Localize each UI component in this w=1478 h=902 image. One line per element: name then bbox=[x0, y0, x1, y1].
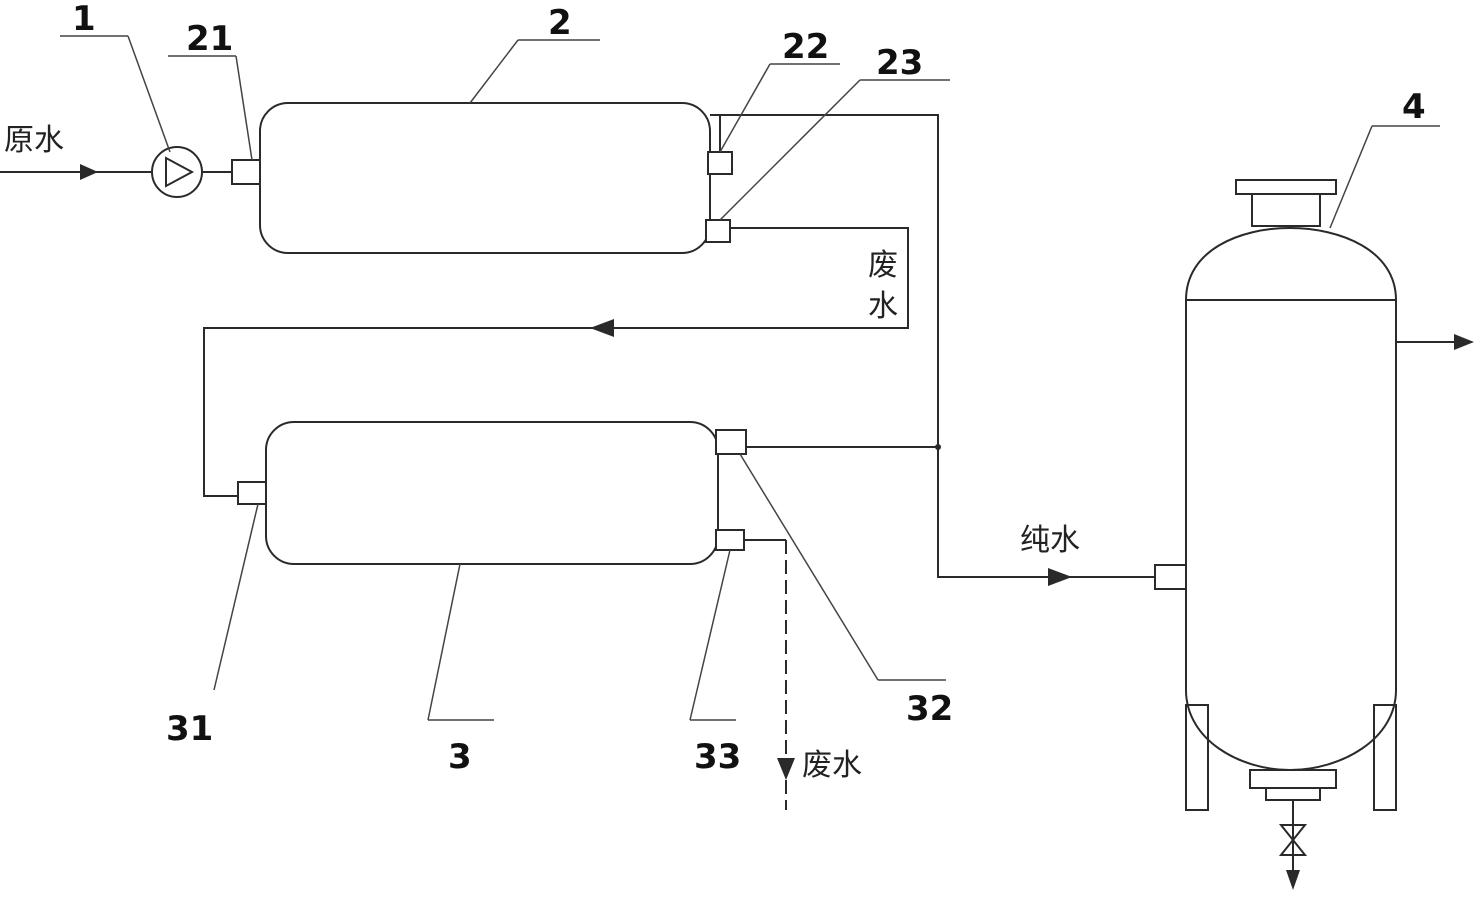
waste-vertical-char-1: 废 bbox=[868, 248, 898, 283]
leader-23 bbox=[719, 79, 861, 221]
label-31: 31 bbox=[166, 709, 213, 749]
leader-31 bbox=[213, 503, 259, 691]
label-22: 22 bbox=[782, 27, 829, 67]
pure-water-arrow bbox=[1048, 568, 1072, 586]
raw-water-label: 原水 bbox=[4, 123, 64, 158]
outlet-port-33 bbox=[715, 529, 745, 551]
waste-water-bottom-label: 废水 bbox=[802, 748, 862, 783]
label-32: 32 bbox=[906, 689, 953, 729]
label-33: 33 bbox=[694, 737, 741, 777]
label-21: 21 bbox=[186, 19, 233, 59]
leader-2 bbox=[469, 39, 519, 104]
leader-3 bbox=[427, 563, 461, 721]
label-4: 4 bbox=[1402, 87, 1426, 127]
pure-water-line bbox=[710, 114, 1155, 578]
label-1: 1 bbox=[72, 0, 96, 39]
membrane-vessel-2 bbox=[259, 102, 711, 254]
outlet-port-23 bbox=[705, 219, 731, 243]
pump-icon bbox=[151, 146, 203, 198]
pure-water-tank-4 bbox=[1185, 179, 1397, 890]
waste-water-transfer-arrow bbox=[590, 319, 614, 337]
outlet-port-32 bbox=[715, 429, 747, 455]
leader-21 bbox=[235, 55, 253, 161]
outlet-port-22 bbox=[707, 151, 733, 175]
waste-vertical-char-2: 水 bbox=[868, 289, 898, 324]
leader-32 bbox=[739, 453, 879, 681]
label-2: 2 bbox=[548, 3, 572, 43]
waste-water-transfer-line bbox=[203, 227, 909, 497]
waste-drain-arrow bbox=[777, 758, 795, 780]
inlet-port-31 bbox=[237, 481, 267, 505]
tank-inlet-port bbox=[1154, 564, 1187, 590]
raw-water-arrow bbox=[80, 164, 98, 180]
tank-outlet-arrow bbox=[1454, 334, 1474, 350]
junction-dot bbox=[935, 444, 941, 450]
leader-1 bbox=[127, 35, 171, 153]
pure-water-label: 纯水 bbox=[1020, 523, 1080, 558]
leader-33 bbox=[689, 549, 731, 721]
leader-4 bbox=[1329, 125, 1373, 229]
leader-22 bbox=[719, 63, 771, 153]
membrane-vessel-3 bbox=[265, 421, 719, 565]
label-3: 3 bbox=[448, 737, 472, 777]
label-23: 23 bbox=[876, 43, 923, 83]
inlet-port-21 bbox=[231, 159, 261, 185]
